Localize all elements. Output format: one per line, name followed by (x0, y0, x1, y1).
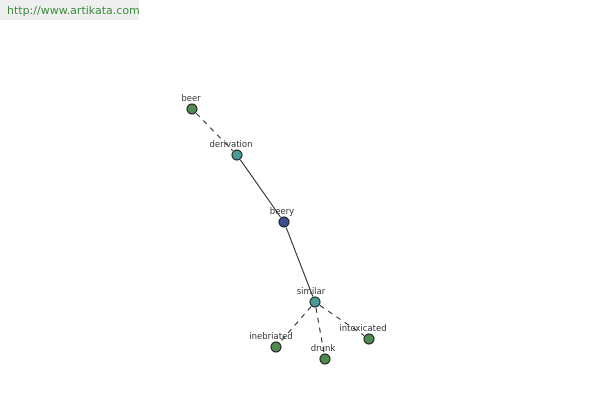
node-circle-intoxicated[interactable] (363, 333, 375, 345)
node-label-similar: similar (297, 287, 326, 297)
nodes-layer: beer derivation beery similar inebriated drun… (181, 94, 387, 365)
edge-beer-derivation (195, 112, 234, 152)
node-circle-beery[interactable] (278, 216, 290, 228)
edge-similar-intoxicated (319, 304, 365, 337)
node-label-beer: beer (181, 94, 201, 104)
node-circle-similar[interactable] (309, 296, 321, 308)
edge-beery-similar (285, 227, 314, 297)
node-drunk[interactable]: drunk (311, 344, 336, 365)
node-label-drunk: drunk (311, 344, 336, 354)
node-inebriated[interactable]: inebriated (249, 332, 293, 353)
node-similar[interactable]: similar (297, 287, 326, 308)
node-circle-drunk[interactable] (319, 353, 331, 365)
node-label-inebriated: inebriated (249, 332, 292, 342)
edge-similar-inebriated (279, 306, 312, 343)
node-label-intoxicated: intoxicated (339, 324, 386, 334)
source-url-bar: http://www.artikata.com (0, 0, 140, 20)
node-label-beery: beery (270, 207, 294, 217)
node-circle-beer[interactable] (186, 103, 198, 115)
node-circle-derivation[interactable] (231, 149, 243, 161)
edge-derivation-beery (239, 159, 282, 218)
node-beery[interactable]: beery (270, 207, 294, 228)
node-beer[interactable]: beer (181, 94, 201, 115)
source-url-link[interactable]: http://www.artikata.com (7, 3, 140, 17)
edges-layer (195, 112, 365, 354)
node-label-derivation: derivation (209, 140, 252, 150)
node-circle-inebriated[interactable] (270, 341, 282, 353)
edge-similar-drunk (315, 307, 325, 354)
node-intoxicated[interactable]: intoxicated (339, 324, 387, 345)
node-derivation[interactable]: derivation (209, 140, 253, 161)
